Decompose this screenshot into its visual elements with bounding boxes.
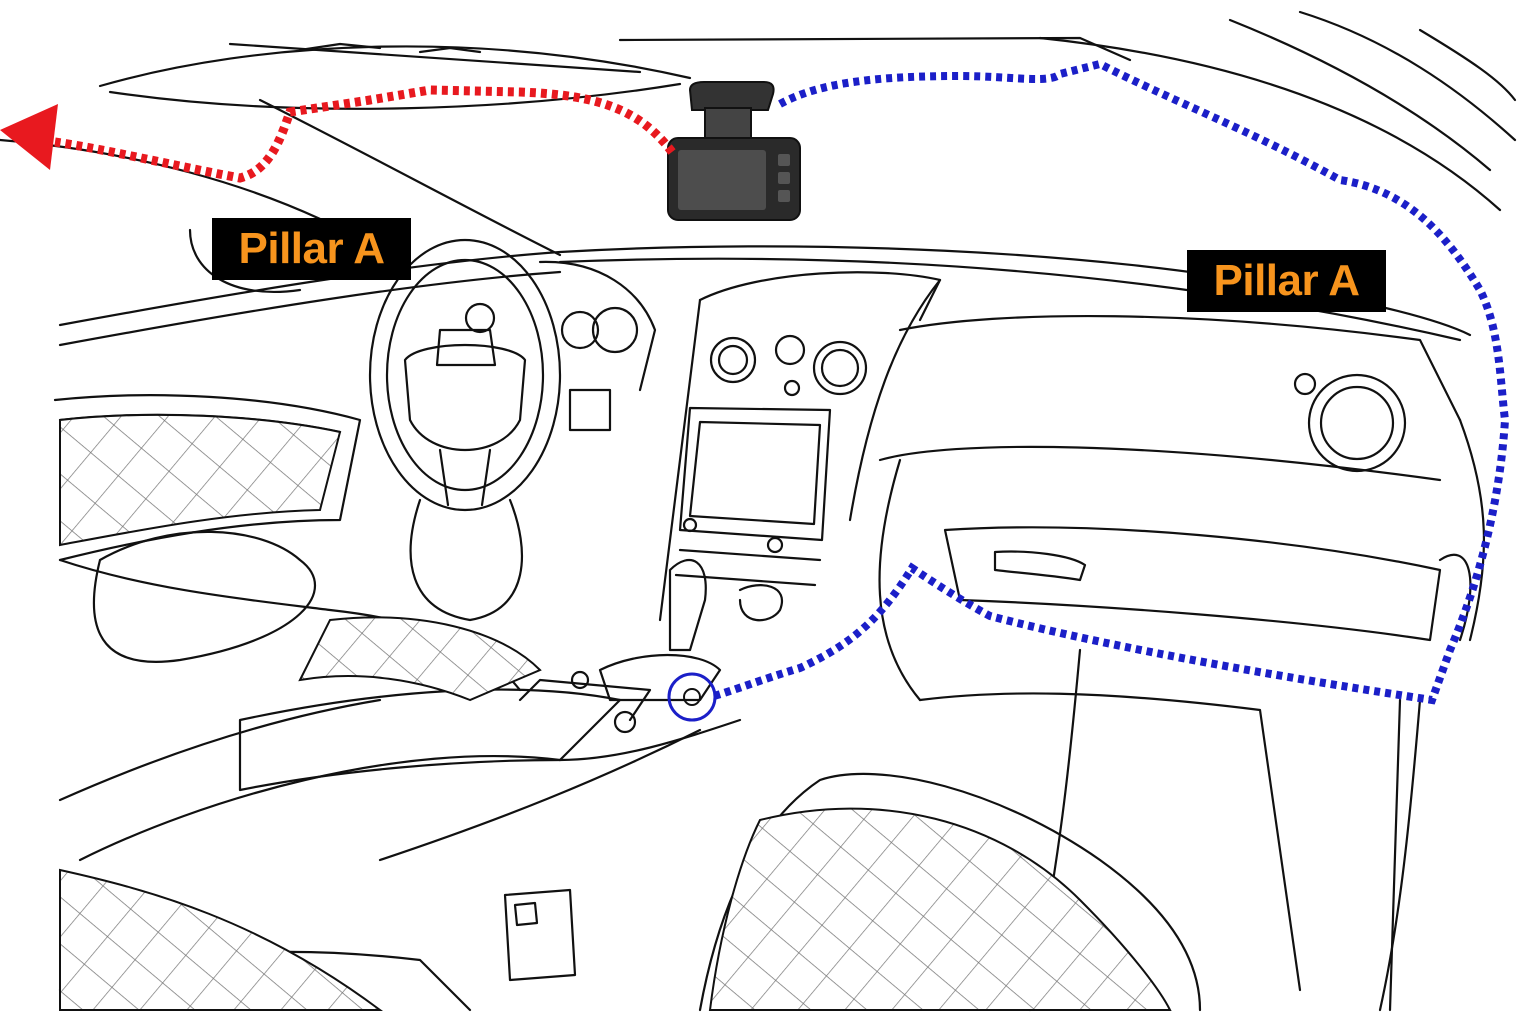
front-cable-route [54, 85, 676, 183]
arrow-left-icon [0, 104, 58, 170]
pillar-a-label-left: Pillar A [212, 218, 411, 280]
socket-ring-icon [667, 672, 717, 722]
power-cable-route [712, 59, 1510, 705]
pillar-a-label-right: Pillar A [1187, 250, 1386, 312]
pillar-a-label-left-text: Pillar A [238, 224, 385, 273]
dash-cam-icon [667, 81, 801, 221]
pillar-a-label-right-text: Pillar A [1213, 256, 1360, 305]
